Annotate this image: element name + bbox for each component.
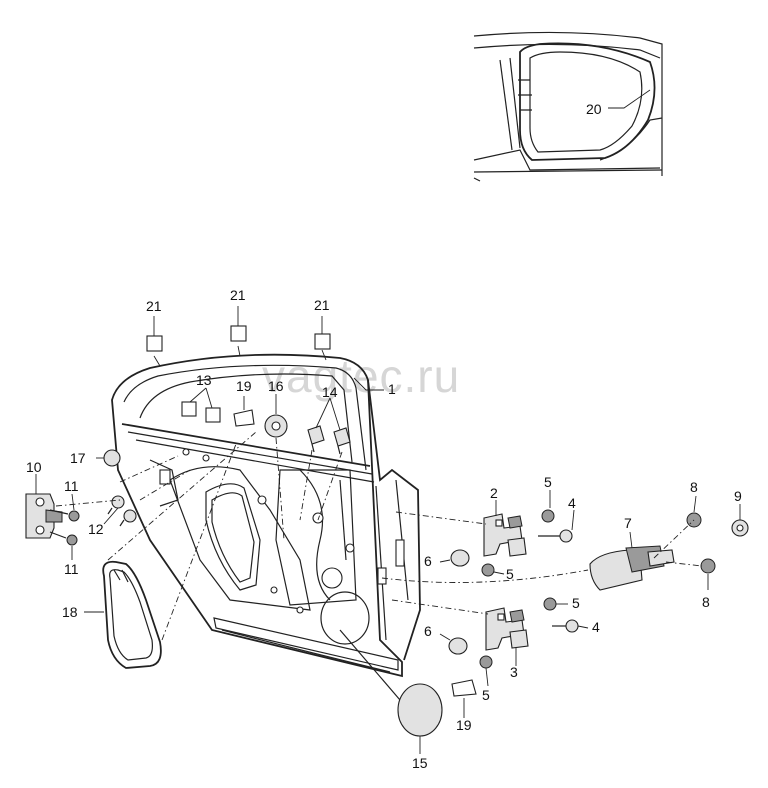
callout-20: 20	[586, 101, 602, 117]
bolt	[49, 509, 80, 522]
nut-5a	[541, 509, 555, 523]
inset-body-side-panel	[473, 31, 663, 182]
door-check-strap	[589, 545, 675, 591]
callout-5a: 5	[544, 474, 552, 490]
lower-hinge	[485, 607, 529, 651]
callout-15: 15	[412, 755, 428, 771]
mounting-hole	[257, 495, 267, 505]
callout-11a: 11	[64, 478, 79, 494]
callout-14: 14	[322, 384, 338, 400]
callout-19b: 19	[456, 717, 472, 733]
callout-4a: 4	[568, 495, 576, 511]
callout-16: 16	[268, 378, 284, 394]
cap-6a	[450, 549, 470, 567]
callout-21a: 21	[146, 298, 162, 314]
latch-opening	[159, 469, 171, 485]
seal-19-top	[233, 409, 255, 427]
slot	[377, 567, 387, 585]
callout-12: 12	[88, 521, 104, 537]
screw	[107, 495, 125, 515]
grommet-16	[264, 414, 288, 438]
bolt	[49, 531, 78, 546]
callout-10: 10	[26, 459, 42, 475]
callout-11b: 11	[64, 561, 79, 577]
callout-6a: 6	[424, 553, 432, 569]
seal-ring-18	[102, 560, 162, 669]
upper-hinge	[483, 513, 527, 557]
clip-14b	[333, 427, 351, 455]
door-shell	[111, 353, 421, 678]
callout-7: 7	[624, 515, 632, 531]
nut-9	[731, 519, 749, 537]
bolt-8-lower	[700, 558, 716, 574]
marker-box-21b	[230, 325, 247, 342]
callout-9: 9	[734, 488, 742, 504]
watermark: vagtec.ru	[262, 350, 460, 402]
nut-5c	[543, 597, 557, 611]
cap-6b	[448, 637, 468, 655]
seal-19-bottom	[451, 679, 477, 697]
callout-2: 2	[490, 485, 498, 501]
callout-8a: 8	[690, 479, 698, 495]
speaker-hole-small	[321, 567, 343, 589]
slot	[395, 539, 405, 567]
nut-5d	[479, 655, 493, 669]
hinge-bolt-4-upper	[538, 529, 573, 543]
callout-4b: 4	[592, 619, 600, 635]
marker-box-13a	[181, 401, 197, 417]
plug-17	[103, 449, 121, 467]
callout-13: 13	[196, 372, 212, 388]
nut-5b	[481, 563, 495, 577]
callout-1: 1	[388, 381, 396, 397]
callout-6b: 6	[424, 623, 432, 639]
callout-21b: 21	[230, 287, 246, 303]
callout-5b: 5	[506, 566, 514, 582]
callout-5d: 5	[482, 687, 490, 703]
screw	[119, 509, 137, 527]
hinge-bolt-4-lower	[552, 619, 579, 633]
callout-21c: 21	[314, 297, 330, 313]
door-striker	[25, 493, 63, 539]
marker-box-13b	[205, 407, 221, 423]
callout-3: 3	[510, 664, 518, 680]
callout-17: 17	[70, 450, 86, 466]
callout-18: 18	[62, 604, 78, 620]
callout-19a: 19	[236, 378, 252, 394]
mounting-hole	[345, 543, 355, 553]
marker-box-21a	[146, 335, 163, 352]
speaker-cover-15	[339, 629, 443, 737]
callout-5c: 5	[572, 595, 580, 611]
mounting-hole	[312, 512, 324, 524]
clip-14a	[307, 425, 325, 453]
callout-8b: 8	[702, 594, 710, 610]
marker-box-21c	[314, 333, 331, 350]
